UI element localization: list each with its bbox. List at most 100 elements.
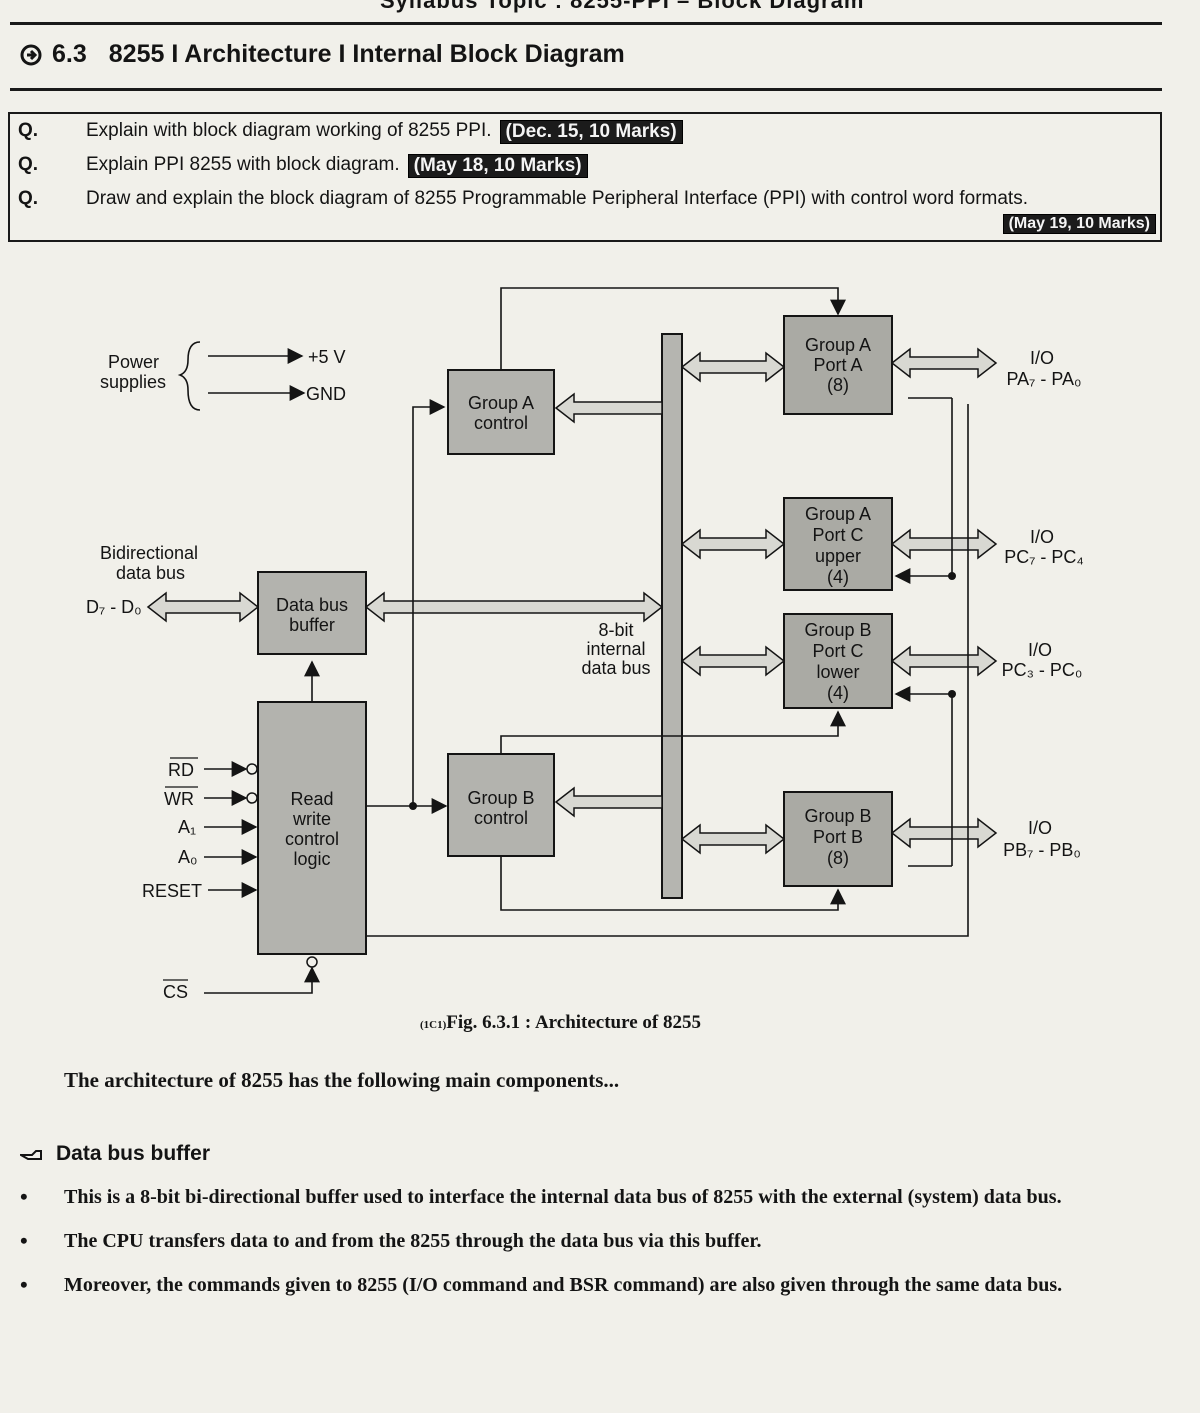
bus-to-groupa-arrow [554, 392, 663, 424]
bus-to-groupb-arrow [554, 786, 663, 818]
port-c-lower-label-4: (4) [827, 683, 849, 703]
cs-bubble [306, 956, 318, 968]
bus-pclower-arrow [680, 645, 786, 677]
port-b-box [783, 791, 893, 887]
section-title: 8255 I Architecture I Internal Block Dia… [108, 40, 625, 68]
io-pins-a: PA₇ - PA₀ [1006, 369, 1081, 389]
list-item: • This is a 8-bit bi-directional buffer … [20, 1178, 1170, 1216]
io-pins-cu: PC₇ - PC₄ [1004, 547, 1084, 567]
bus-porta-arrow [680, 351, 786, 383]
bullet-text: The CPU transfers data to and from the 8… [64, 1230, 762, 1252]
question-text: Draw and explain the block diagram of 82… [86, 188, 1028, 209]
port-b-label-1: Group B [804, 806, 871, 826]
port-c-lower-box [783, 613, 893, 709]
question-row: Q. Explain PPI 8255 with block diagram. … [18, 154, 588, 178]
question-label: Q. [18, 188, 39, 209]
power-label-2: supplies [100, 372, 166, 392]
question-row: Q. Draw and explain the block diagram of… [18, 188, 1028, 210]
section-arrow-icon [20, 44, 42, 65]
wr-bubble [246, 792, 258, 804]
a0-label: A₀ [178, 847, 197, 867]
marks-tag: (Dec. 15, 10 Marks) [499, 120, 683, 144]
port-a-label-3: (8) [827, 375, 849, 395]
reset-global-line [366, 404, 969, 937]
port-a-box [783, 315, 893, 415]
vcc-label: +5 V [308, 347, 346, 367]
intro-text: The architecture of 8255 has the followi… [64, 1068, 620, 1092]
internal-bus-label-2: internal [586, 639, 645, 659]
group-b-control-box [447, 753, 555, 857]
group-b-control-label-1: Group B [467, 788, 534, 808]
port-c-upper-box [783, 497, 893, 591]
reset-label: RESET [142, 881, 202, 901]
port-b-label-2: Port B [813, 827, 863, 847]
groupa-to-porta-line [500, 287, 846, 370]
caption-prefix: (1C1) [420, 1019, 447, 1031]
rd-label: RD [168, 760, 194, 780]
data-bus-buffer-box [257, 571, 367, 655]
rw-logic-label-2: write [292, 809, 331, 829]
port-c-upper-label-2: Port C [812, 525, 863, 545]
io-label-cu: I/O [1030, 527, 1054, 547]
io-label-cl: I/O [1028, 640, 1052, 660]
question-box: Q. Explain with block diagram working of… [8, 112, 1162, 242]
group-b-control-label-2: control [474, 808, 528, 828]
bullet-text: Moreover, the commands given to 8255 (I/… [64, 1274, 1063, 1296]
list-item: • Moreover, the commands given to 8255 (… [20, 1266, 1170, 1304]
port-a-label-2: Port A [813, 355, 862, 375]
group-a-control-box [447, 369, 555, 455]
power-brace [177, 341, 201, 411]
io-pins-cl: PC₃ - PC₀ [1002, 660, 1083, 680]
bus-pcupper-arrow [680, 528, 786, 560]
groupb-to-pclower-line [500, 710, 846, 754]
bullet-dot: • [20, 1272, 28, 1297]
caption-text: Fig. 6.3.1 : Architecture of 8255 [446, 1012, 701, 1033]
port-c-lower-label-3: lower [816, 662, 859, 682]
portb-io-arrow [890, 817, 998, 849]
rw-logic-label-4: logic [293, 849, 330, 869]
junction-dot [948, 690, 956, 698]
heading-rule [10, 88, 1162, 91]
data-bus-buffer-label-2: buffer [289, 615, 335, 635]
bidir-arrow [146, 591, 260, 623]
internal-bus-bar [661, 333, 683, 899]
pointing-hand-icon [20, 1150, 42, 1160]
top-rule [10, 22, 1162, 25]
a1-label: A₁ [178, 817, 196, 837]
pclower-io-arrow [890, 645, 998, 677]
top-header-fragment: Syllabus Topic : 8255-PPI – Block Diagra… [380, 0, 865, 13]
subsection-title: Data bus buffer [56, 1142, 211, 1165]
gnd-label: GND [306, 384, 346, 404]
question-label: Q. [18, 154, 39, 175]
bidir-label-1: Bidirectional [100, 543, 198, 563]
rw-logic-box [257, 701, 367, 955]
io-pins-b: PB₇ - PB₀ [1003, 840, 1081, 860]
port-a-label-1: Group A [805, 335, 871, 355]
rw-logic-label-3: control [285, 829, 339, 849]
question-row: Q. Explain with block diagram working of… [18, 120, 683, 144]
bullet-dot: • [20, 1228, 28, 1253]
question-label: Q. [18, 120, 39, 141]
bullet-dot: • [20, 1184, 28, 1209]
cs-label: CS [163, 982, 188, 1000]
subsection-heading: Data bus buffer [20, 1142, 210, 1166]
port-c-upper-label-3: upper [815, 546, 861, 566]
bullet-text: This is a 8-bit bi-directional buffer us… [64, 1186, 1062, 1208]
figure-caption: (1C1)Fig. 6.3.1 : Architecture of 8255 [420, 1012, 701, 1034]
bidir-pins: D₇ - D₀ [86, 597, 142, 617]
section-number: 6.3 [52, 40, 87, 68]
group-a-control-label-2: control [474, 413, 528, 433]
question-text: Explain PPI 8255 with block diagram. [86, 154, 400, 175]
rw-logic-label-1: Read [290, 789, 333, 809]
bidir-label-2: data bus [116, 563, 185, 583]
io-label-a: I/O [1030, 348, 1054, 368]
wr-label: WR [164, 789, 194, 809]
data-bus-buffer-label-1: Data bus [276, 595, 348, 615]
junction-dot [948, 572, 956, 580]
port-c-lower-label-1: Group B [804, 620, 871, 640]
list-item: • The CPU transfers data to and from the… [20, 1222, 1170, 1260]
marks-tag: (May 19, 10 Marks) [1002, 214, 1156, 234]
group-a-control-label-1: Group A [468, 393, 534, 413]
marks-tag: (May 18, 10 Marks) [407, 154, 588, 178]
internal-bus-label-1: 8-bit [598, 620, 633, 640]
